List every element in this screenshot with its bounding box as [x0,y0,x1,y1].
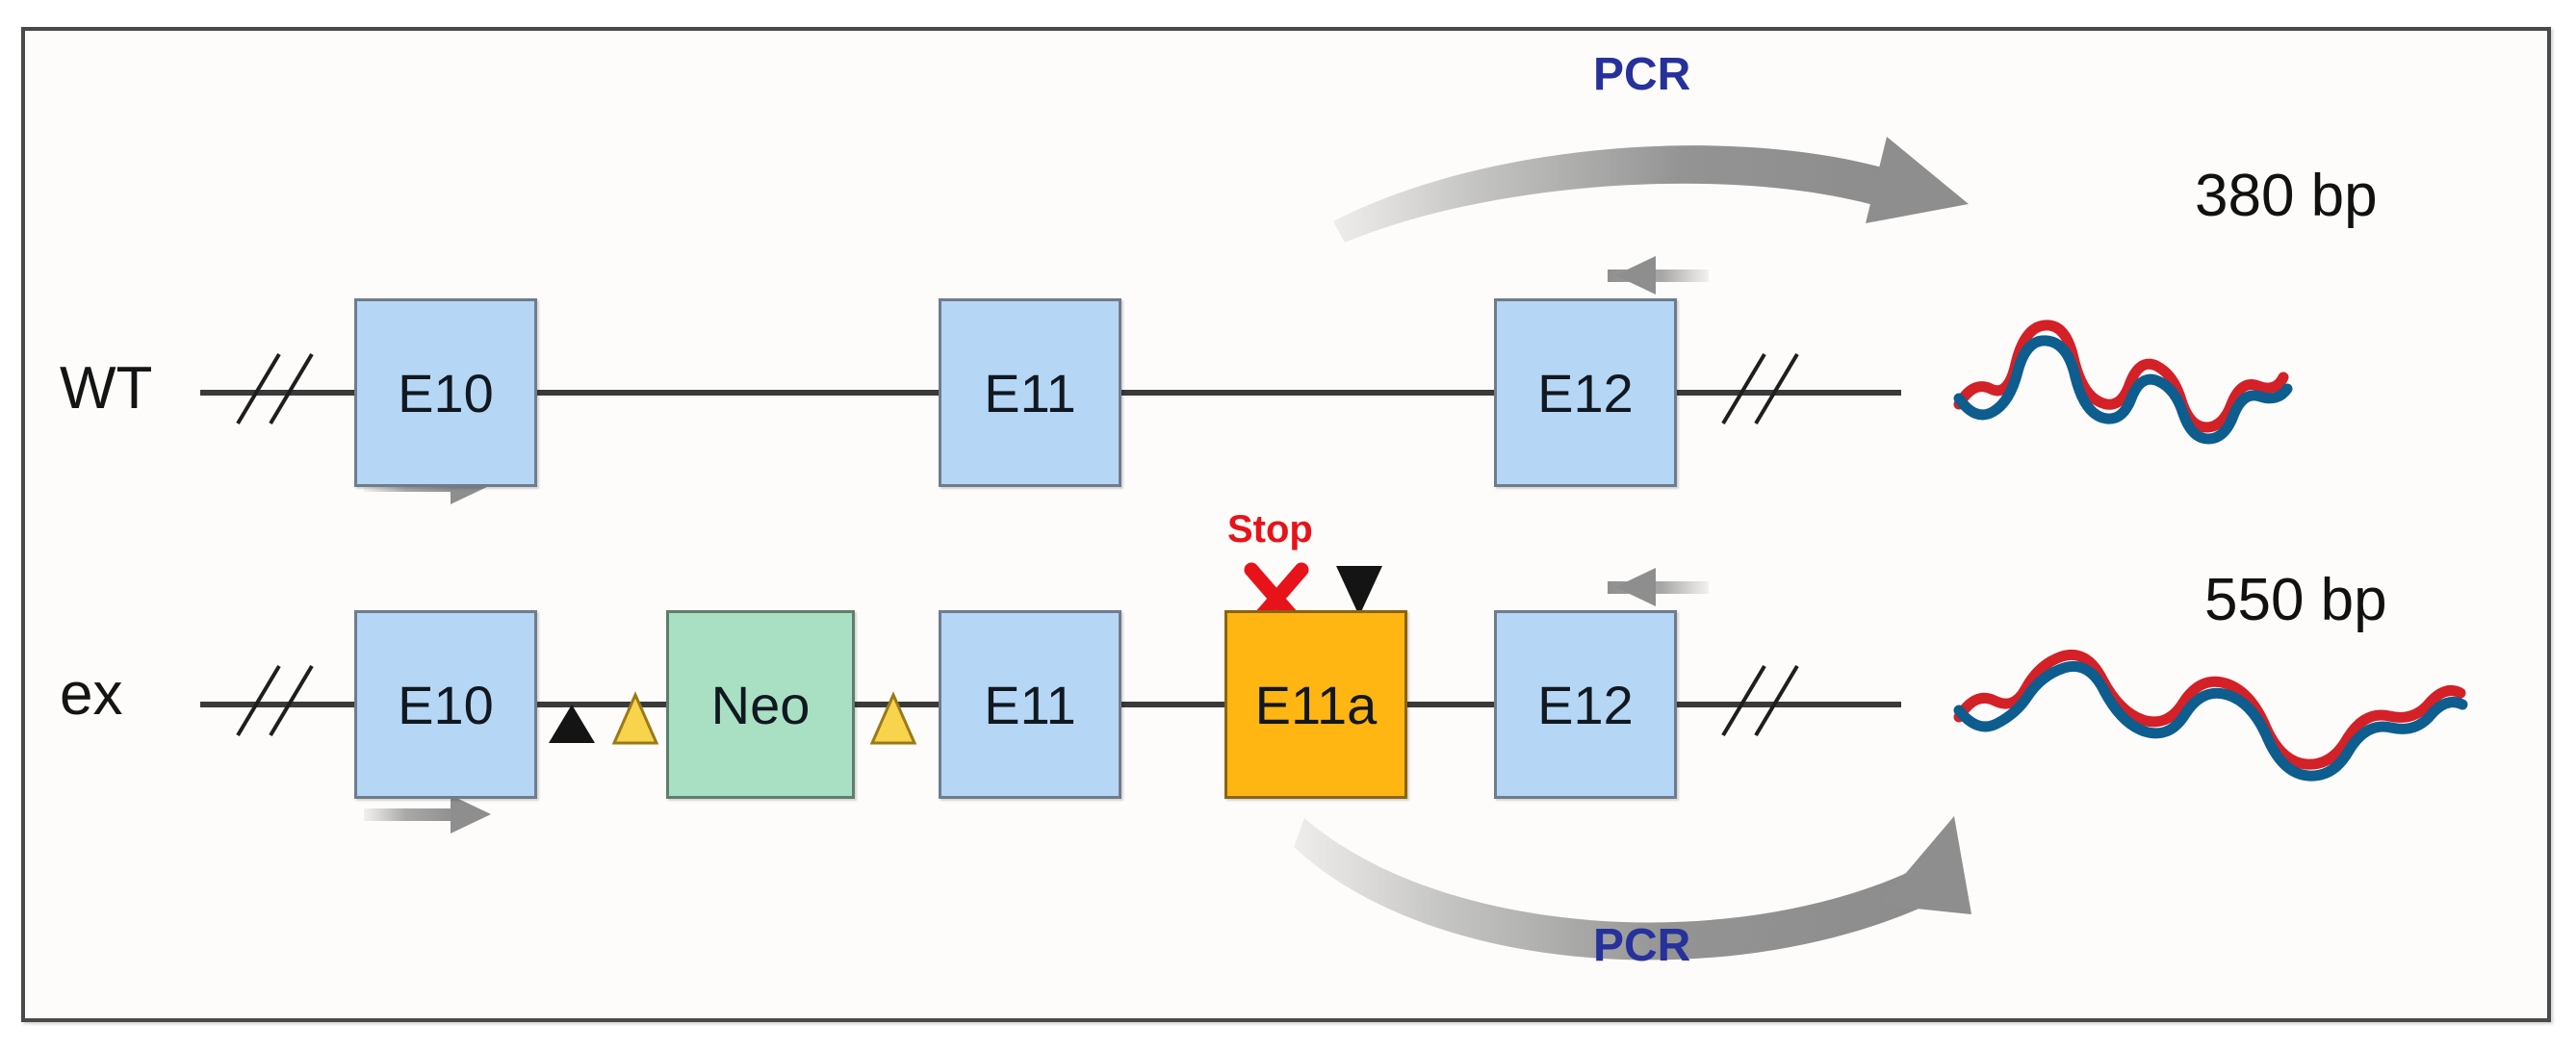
exon-label: E12 [1537,674,1634,735]
pcr-label-wt: PCR [1593,49,1691,100]
exon-label: E10 [398,674,494,735]
cassette-box-neo[interactable]: Neo [666,610,855,799]
exon-label: E10 [398,362,494,423]
pcr-label-ex: PCR [1593,920,1691,971]
row-label-wt: WT [60,355,153,422]
cassette-label: Neo [710,674,811,735]
exon-box-ex-e10[interactable]: E10 [354,610,537,799]
stop-codon-label: Stop [1227,508,1313,551]
exon-box-ex-e11[interactable]: E11 [939,610,1121,799]
exon-box-wt-e10[interactable]: E10 [354,298,537,487]
exon-label: E11 [984,674,1076,735]
exon-box-wt-e11[interactable]: E11 [939,298,1121,487]
row-label-ex: ex [60,661,123,728]
exon-label: E12 [1537,362,1634,423]
alt-exon-label: E11a [1254,674,1378,735]
exon-box-ex-e11a[interactable]: E11a [1224,610,1407,799]
figure-frame [21,27,2551,1022]
exon-label: E11 [984,362,1076,423]
exon-box-ex-e12[interactable]: E12 [1494,610,1677,799]
exon-box-wt-e12[interactable]: E12 [1494,298,1677,487]
product-size-label-wt: 380 bp [2195,163,2378,229]
product-size-label-ex: 550 bp [2204,567,2387,633]
